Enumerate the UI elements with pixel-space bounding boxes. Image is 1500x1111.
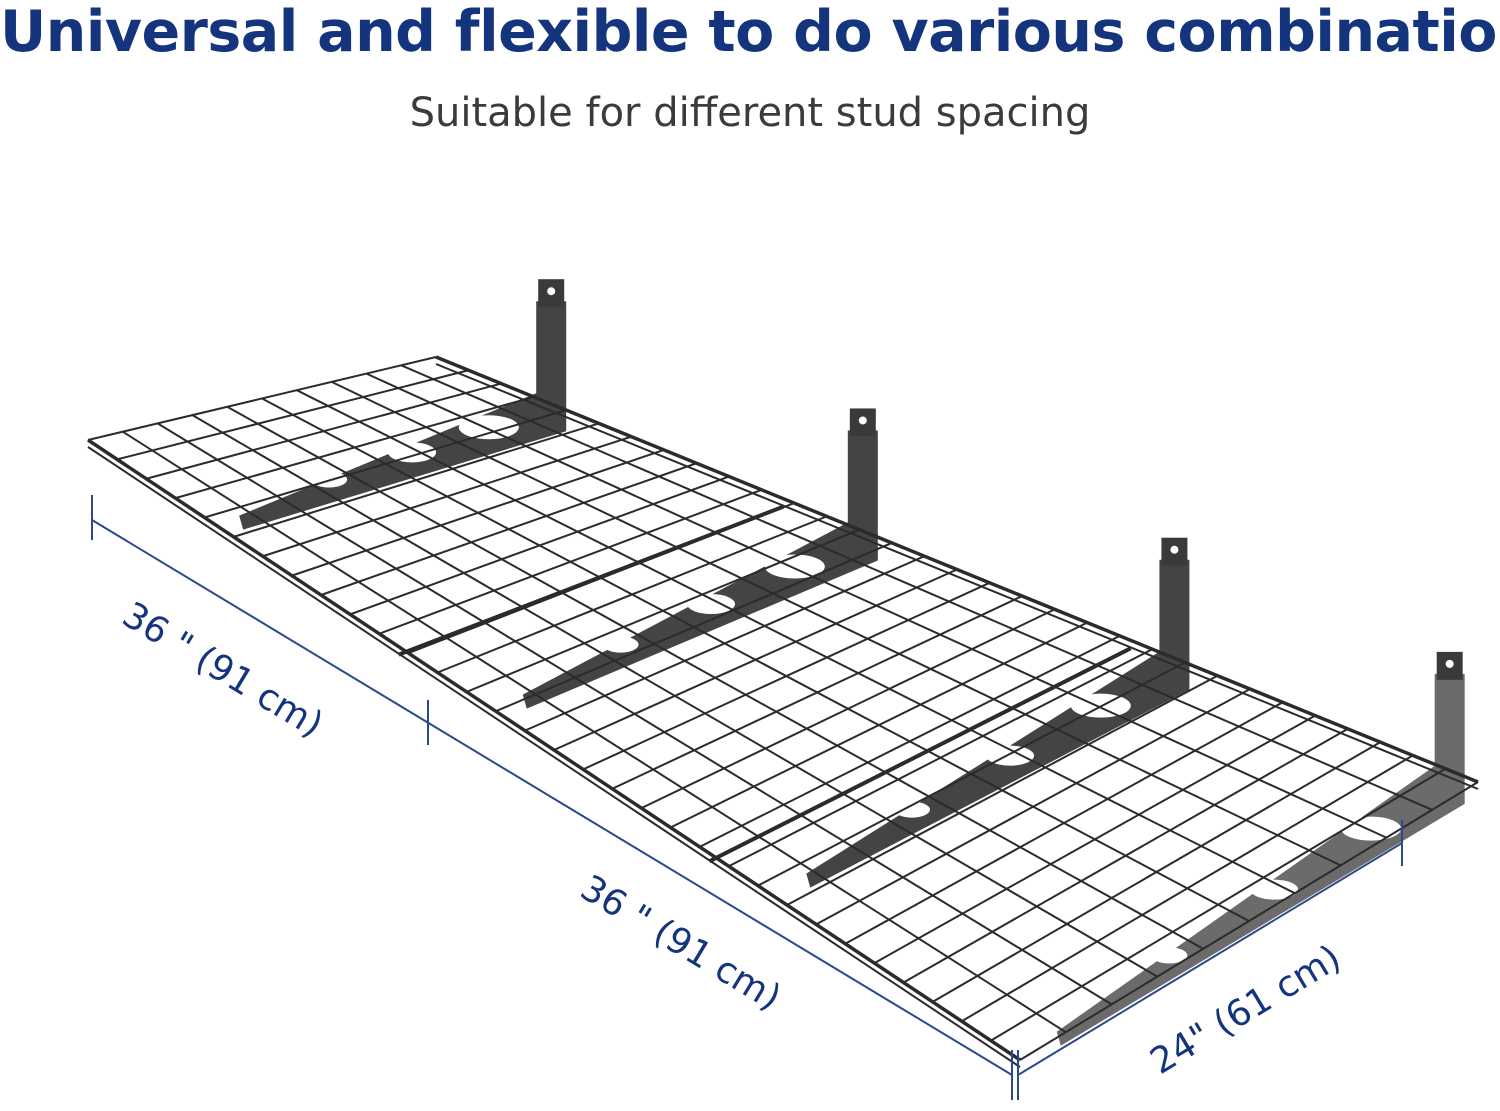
bracket-plate (239, 301, 567, 530)
wire-long (226, 405, 1204, 950)
dimension-lines (91, 495, 1403, 1100)
panel-seam (708, 646, 1132, 864)
wire-rail (87, 446, 1021, 1068)
dimension-line-depth (1017, 842, 1403, 1076)
bracket-cutout (764, 554, 825, 579)
bracket-cutout (1151, 947, 1188, 964)
wire-long (157, 422, 1113, 1006)
wire-long (331, 380, 1342, 867)
wire-long (122, 430, 1067, 1034)
wire-long (261, 397, 1250, 922)
headline: Universal and flexible to do various com… (0, 0, 1500, 65)
panel-seam (397, 504, 785, 657)
wall-bracket (522, 408, 878, 709)
wire-long (296, 389, 1296, 895)
bracket-cutout (893, 801, 930, 818)
wire-long (365, 372, 1387, 839)
wire-long (87, 438, 1021, 1062)
dimension-line-length (91, 519, 1013, 1076)
bracket-cutout (458, 415, 519, 440)
bracket-mount-hole (547, 287, 556, 296)
dimension-label-first-length: 36 " (91 cm) (115, 595, 329, 746)
wire-long (400, 364, 1433, 811)
bracket-cutout (1250, 879, 1299, 900)
bracket-cutout (687, 594, 736, 615)
bracket-mount-hole (858, 416, 867, 425)
bracket-plate (1056, 673, 1465, 1046)
wire-long (191, 414, 1158, 978)
bracket-cutout (388, 442, 437, 463)
subheadline: Suitable for different stud spacing (409, 90, 1091, 136)
wire-rail (435, 363, 1479, 790)
bracket-mount-hole (1170, 545, 1179, 554)
bracket-cutout (602, 636, 639, 653)
wire-grid (87, 355, 1479, 1068)
bracket-mount-hole (1445, 659, 1454, 668)
bracket-plate (806, 559, 1190, 888)
wire-long (435, 355, 1479, 784)
